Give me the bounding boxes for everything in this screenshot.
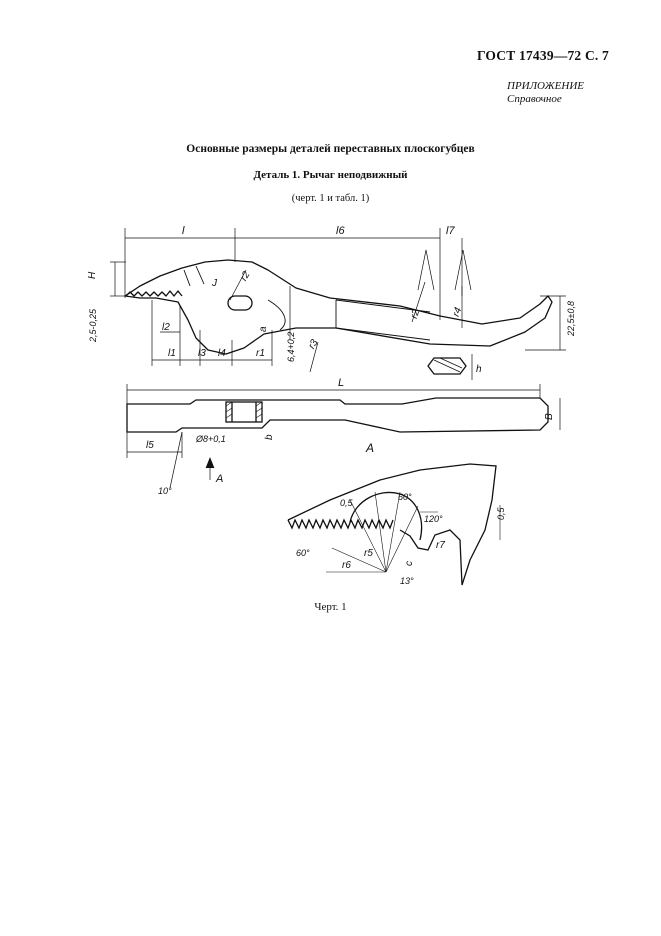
dim-r4: r4 <box>451 306 465 319</box>
dim-r3: r3 <box>307 337 321 351</box>
dim-r2: r2 <box>239 269 253 283</box>
detail-view-a <box>287 463 497 586</box>
dim-2-5: 2,5-0,25 <box>88 308 98 343</box>
appendix-label: ПРИЛОЖЕНИЕ <box>507 80 584 92</box>
dim-l5: l5 <box>146 440 154 451</box>
dim-r7: r7 <box>436 540 445 551</box>
drawing-reference: (черт. 1 и табл. 1) <box>291 193 370 204</box>
dim-r2b: r2 <box>409 308 423 321</box>
dim-l7: l7 <box>446 225 455 237</box>
dim-l: l <box>182 225 185 237</box>
dim-phi8: Ø8+0,1 <box>195 434 226 444</box>
dim-L: L <box>338 377 344 389</box>
appendix-type: Справочное <box>507 93 562 105</box>
dim-10deg: 10° <box>158 486 172 496</box>
dim-60b: 60° <box>296 548 310 558</box>
dim-l6: l6 <box>336 225 345 237</box>
dim-c: c <box>404 561 415 566</box>
dim-l2: l2 <box>162 322 170 333</box>
dim-l1: l1 <box>168 348 176 359</box>
dim-13: 13° <box>400 576 414 586</box>
dim-6-4: 6,4+0,2 <box>286 332 296 362</box>
dim-l4: l4 <box>218 348 226 359</box>
dim-J: J <box>211 278 218 289</box>
dim-b: b <box>264 434 275 440</box>
dim-l3: l3 <box>198 348 206 359</box>
side-view-outline <box>126 397 549 433</box>
dim-H: H <box>87 271 98 279</box>
section-profile <box>427 357 467 375</box>
dim-h: h <box>476 364 482 375</box>
drawing-caption: Черт. 1 <box>314 601 347 613</box>
pivot-slot <box>227 295 253 311</box>
standard-header: ГОСТ 17439—72 С. 7 <box>476 48 609 63</box>
view-label-A: A <box>365 441 374 455</box>
dim-r5: r5 <box>364 548 373 559</box>
dim-22-5: 22,5±0,8 <box>566 301 576 337</box>
jaw-teeth <box>125 290 183 297</box>
view-arrow-A: A <box>215 473 223 485</box>
dim-r6: r6 <box>342 560 351 571</box>
dim-r1: r1 <box>256 348 265 359</box>
dim-60a: 60° <box>398 492 412 502</box>
dim-120: 120° <box>424 514 443 524</box>
dim-B: B <box>544 413 555 420</box>
lever-outline <box>124 259 553 355</box>
dim-0-5a: 0,5 <box>340 498 354 508</box>
dim-a: a <box>258 326 269 332</box>
dim-0-5b: 0,5 <box>496 506 506 520</box>
part-title: Деталь 1. Рычаг неподвижный <box>253 169 408 181</box>
document-title: Основные размеры деталей переставных пло… <box>186 143 475 155</box>
